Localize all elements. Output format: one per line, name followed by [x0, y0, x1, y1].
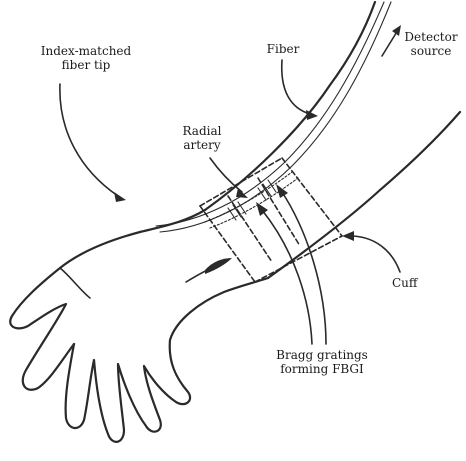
leader-cuff: [342, 231, 400, 272]
leader-fiber-tip: [60, 84, 126, 202]
leader-bragg-2: [276, 184, 326, 344]
label-bragg-gratings: Bragg gratings forming FBGI: [252, 348, 392, 376]
hand-fingers: [66, 278, 268, 442]
wrist-shading: [205, 258, 232, 274]
forearm-lower-edge: [268, 112, 460, 278]
label-detector-line-2: source: [398, 44, 464, 58]
label-detector-source: Detector source: [398, 30, 464, 58]
label-fiber-tip-line-2: fiber tip: [20, 58, 152, 72]
optical-fiber-line-b: [160, 2, 391, 232]
label-radial-line-2: artery: [170, 138, 234, 152]
leader-bragg-1: [256, 202, 312, 344]
forearm-upper-edge: [205, 2, 375, 210]
hand-outline: [10, 210, 205, 390]
label-fiber: Fiber: [258, 42, 308, 56]
thumb-line: [60, 268, 90, 298]
label-bragg-line-1: Bragg gratings: [252, 348, 392, 362]
label-bragg-line-2: forming FBGI: [252, 362, 392, 376]
label-radial-line-1: Radial: [170, 124, 234, 138]
optical-fiber-line-a: [156, 2, 384, 226]
leader-fiber: [282, 60, 318, 120]
label-radial-artery: Radial artery: [170, 124, 234, 152]
label-detector-line-1: Detector: [398, 30, 464, 44]
label-fiber-tip: Index-matched fiber tip: [20, 44, 152, 72]
radial-artery-dotted-a: [205, 172, 292, 222]
label-fiber-tip-line-1: Index-matched: [20, 44, 152, 58]
label-cuff: Cuff: [392, 276, 432, 290]
